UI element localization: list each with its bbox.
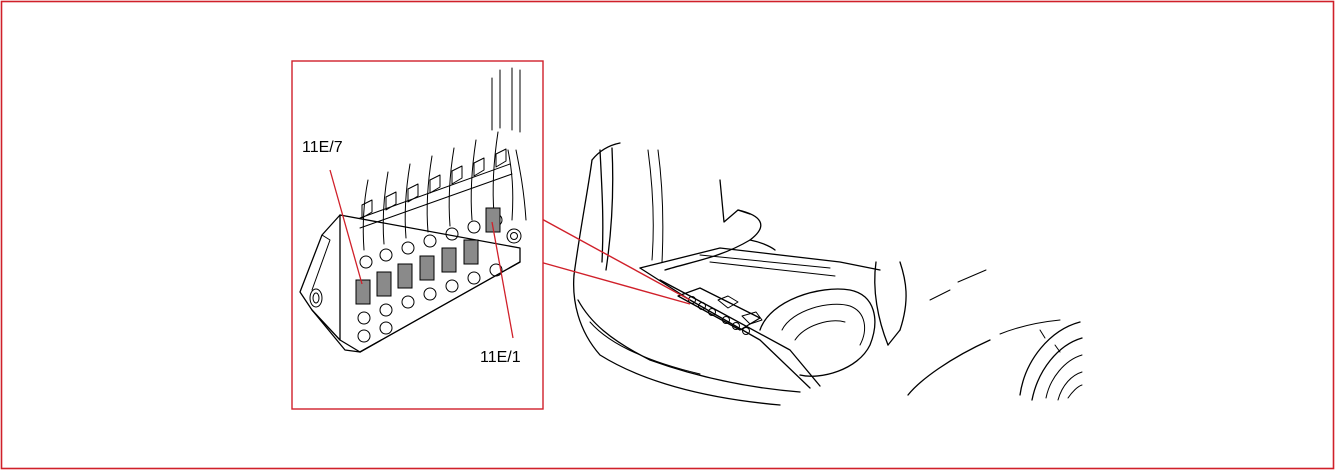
fuse-11e1 — [485, 207, 501, 233]
label-11e7: 11E/7 — [302, 139, 343, 156]
leader-line-11e7 — [329, 169, 363, 285]
fuse-11e6 — [376, 271, 392, 297]
fuse-11e5 — [397, 263, 413, 289]
lower-stud-row — [357, 263, 503, 343]
detail-inset-frame — [291, 60, 544, 410]
fuse-box-detail: 11E/7 11E/1 — [291, 60, 544, 410]
callout-line-lower — [539, 261, 691, 305]
fuse-11e2 — [463, 239, 479, 265]
leader-line-11e1 — [491, 221, 514, 339]
callout-line-upper — [539, 217, 691, 301]
callout-lines — [539, 217, 691, 305]
upper-stud-row — [359, 213, 522, 269]
top-connector-row — [359, 148, 513, 229]
fuse-11e7 — [355, 279, 371, 305]
fuse-11e3 — [441, 247, 457, 273]
fuse-11e4 — [419, 255, 435, 281]
fuse-row — [355, 207, 501, 305]
label-11e1: 11E/1 — [480, 349, 521, 366]
vehicle-rear-illustration — [572, 142, 1083, 406]
